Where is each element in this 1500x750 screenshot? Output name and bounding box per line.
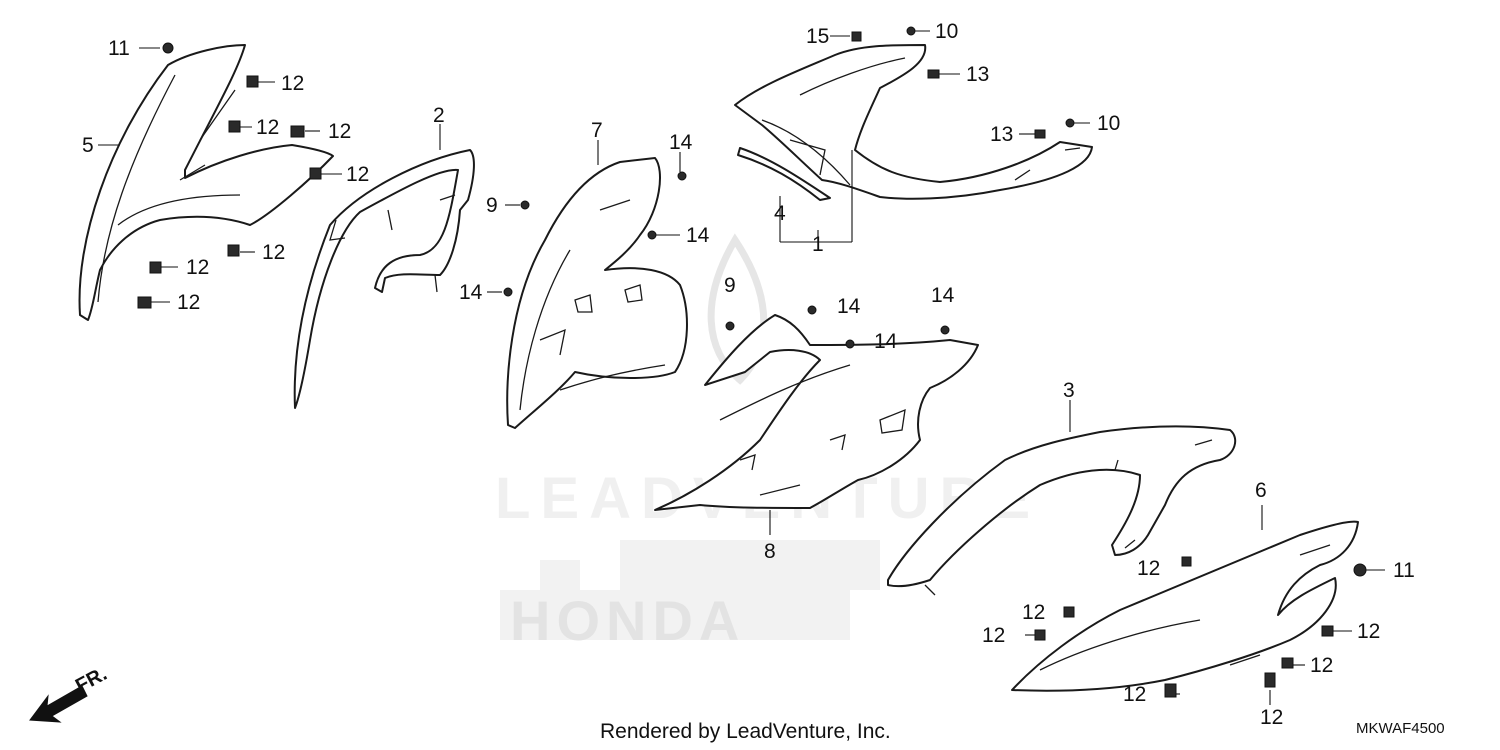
screw-icon — [807, 305, 817, 315]
clip-icon — [1034, 629, 1046, 641]
callout-12: 12 — [1137, 557, 1160, 580]
callout-12: 12 — [186, 256, 209, 279]
callout-14: 14 — [669, 131, 693, 154]
callout-12: 12 — [1260, 706, 1283, 729]
clip-icon — [927, 69, 940, 79]
callout-10: 10 — [1097, 112, 1120, 135]
callout-7: 7 — [591, 119, 603, 142]
part-5-front-cowl — [78, 44, 334, 321]
callout-4: 4 — [774, 202, 786, 225]
callout-12: 12 — [262, 241, 285, 264]
callout-14: 14 — [837, 295, 861, 318]
callout-10: 10 — [935, 20, 958, 43]
screw-icon — [1065, 118, 1075, 128]
callout-14: 14 — [931, 284, 955, 307]
diagram-code: MKWAF4500 — [1356, 720, 1445, 737]
front-direction: FR. — [29, 663, 111, 723]
bolt-icon — [162, 42, 174, 54]
clip-icon — [1034, 129, 1046, 139]
watermark-flame-icon — [707, 233, 768, 385]
callout-5: 5 — [82, 134, 94, 157]
callout-6: 6 — [1255, 479, 1267, 502]
callout-14: 14 — [459, 281, 483, 304]
part-6-side-cover — [1011, 520, 1359, 692]
callout-12: 12 — [177, 291, 200, 314]
callout-3: 3 — [1063, 379, 1075, 402]
fasteners — [137, 26, 1367, 698]
clip-icon — [227, 244, 240, 257]
callout-15: 15 — [806, 25, 829, 48]
watermark-brand: HONDA — [510, 589, 745, 652]
callout-12: 12 — [328, 120, 351, 143]
callout-8: 8 — [764, 540, 776, 563]
clip-icon — [309, 167, 322, 180]
screw-icon — [677, 171, 687, 181]
callout-11: 11 — [1393, 559, 1415, 582]
clip-icon — [1164, 683, 1177, 698]
clip-icon — [1321, 625, 1334, 637]
callout-9: 9 — [486, 194, 498, 217]
clip-icon — [1063, 606, 1075, 618]
callout-14: 14 — [686, 224, 710, 247]
screw-icon — [940, 325, 950, 335]
callout-12: 12 — [1022, 601, 1045, 624]
screw-icon — [647, 230, 657, 240]
callout-12: 12 — [281, 72, 304, 95]
clip-icon — [851, 31, 862, 42]
part-4-seal — [737, 147, 831, 201]
front-arrow-icon — [29, 685, 88, 723]
screw-icon — [520, 200, 530, 210]
part-1-upper-cover — [734, 44, 1093, 201]
render-credit: Rendered by LeadVenture, Inc. — [600, 720, 891, 743]
callout-12: 12 — [1310, 654, 1333, 677]
callout-12: 12 — [1357, 620, 1380, 643]
part-3-side-rail — [887, 425, 1237, 596]
callout-12: 12 — [346, 163, 369, 186]
clip-icon — [149, 261, 162, 274]
callout-9: 9 — [724, 274, 736, 297]
callout-12: 12 — [982, 624, 1005, 647]
part-2-stay — [293, 149, 475, 409]
callout-1: 1 — [812, 233, 824, 256]
screw-icon — [906, 26, 916, 36]
screw-icon — [845, 339, 855, 349]
clip-icon — [290, 125, 305, 138]
clip-icon — [1264, 672, 1276, 688]
callout-12: 12 — [1123, 683, 1146, 706]
callout-14: 14 — [874, 330, 898, 353]
callout-labels: 11 12 12 12 5 12 12 12 12 2 7 14 9 14 14… — [82, 20, 1415, 729]
watermark-honda-wing-icon — [500, 540, 880, 640]
clip-icon — [1281, 657, 1294, 669]
clip-icon — [228, 120, 241, 133]
screw-icon — [725, 321, 735, 331]
clip-icon — [246, 75, 259, 88]
callout-12: 12 — [256, 116, 279, 139]
screw-icon — [503, 287, 513, 297]
callout-2: 2 — [433, 104, 445, 127]
callout-13: 13 — [966, 63, 989, 86]
bolt-icon — [1353, 563, 1367, 577]
part-7-inner-panel — [506, 157, 688, 429]
callout-11: 11 — [108, 37, 130, 60]
callout-13: 13 — [990, 123, 1013, 146]
clip-icon — [1181, 556, 1192, 567]
clip-icon — [137, 296, 152, 309]
leader-lines — [98, 30, 1385, 705]
